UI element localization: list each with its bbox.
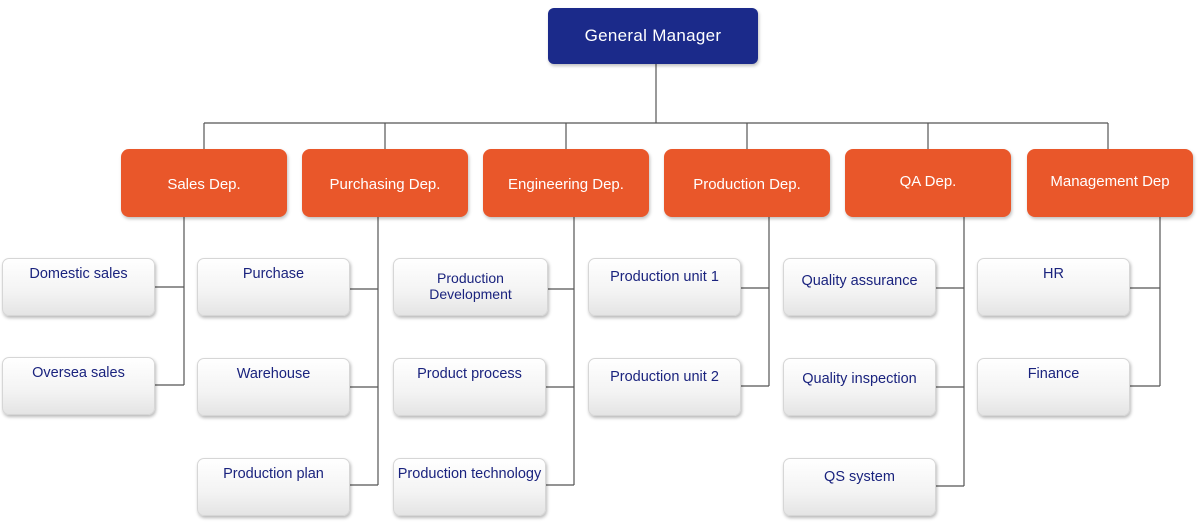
unit-production-technology: Production technology [393,458,546,516]
unit-production-unit-2: Production unit 2 [588,358,741,416]
unit-product-process: Product process [393,358,546,416]
unit-warehouse: Warehouse [197,358,350,416]
unit-quality-assurance: Quality assurance [783,258,936,316]
unit-production-unit-1: Production unit 1 [588,258,741,316]
unit-qs-system: QS system [783,458,936,516]
unit-purchase: Purchase [197,258,350,316]
dept-sales: Sales Dep. [121,149,287,217]
unit-production-plan: Production plan [197,458,350,516]
dept-purchasing: Purchasing Dep. [302,149,468,217]
dept-engineering: Engineering Dep. [483,149,649,217]
unit-finance: Finance [977,358,1130,416]
unit-domestic-sales: Domestic sales [2,258,155,316]
dept-management: Management Dep [1027,149,1193,217]
general-manager-box: General Manager [548,8,758,64]
unit-oversea-sales: Oversea sales [2,357,155,415]
dept-qa: QA Dep. [845,149,1011,217]
unit-production-development: Production Development [393,258,548,316]
unit-hr: HR [977,258,1130,316]
dept-production: Production Dep. [664,149,830,217]
unit-quality-inspection: Quality inspection [783,358,936,416]
